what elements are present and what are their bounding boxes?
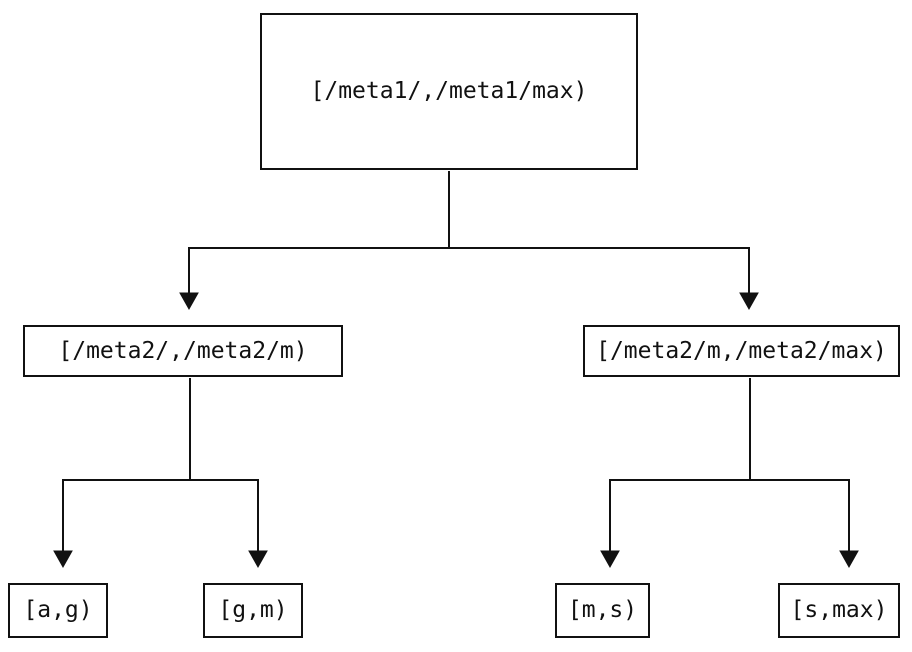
arrowhead-to-leaf4 [839,550,859,569]
node-leaf-smax: [s,max) [778,583,900,638]
node-leaf-smax-label: [s,max) [790,597,888,623]
arrowhead-to-right-node [739,292,759,311]
node-leaf-gm: [g,m) [203,583,303,638]
node-meta2-right-label: [/meta2/m,/meta2/max) [596,337,887,364]
node-leaf-ms: [m,s) [555,583,650,638]
arrowhead-to-leaf1 [53,550,73,569]
node-meta2-left-label: [/meta2/,/meta2/m) [58,337,308,364]
node-leaf-gm-label: [g,m) [218,597,288,623]
node-leaf-ag-label: [a,g) [23,597,93,623]
node-leaf-ms-label: [m,s) [567,597,638,623]
node-meta2-left: [/meta2/,/meta2/m) [23,325,343,377]
arrowhead-to-leaf3 [600,550,620,569]
arrowhead-to-leaf2 [248,550,268,569]
node-root-label: [/meta1/,/meta1/max) [310,78,588,104]
node-leaf-ag: [a,g) [8,583,108,638]
node-root: [/meta1/,/meta1/max) [260,13,638,170]
arrowhead-to-left-node [179,292,199,311]
node-meta2-right: [/meta2/m,/meta2/max) [583,325,900,377]
